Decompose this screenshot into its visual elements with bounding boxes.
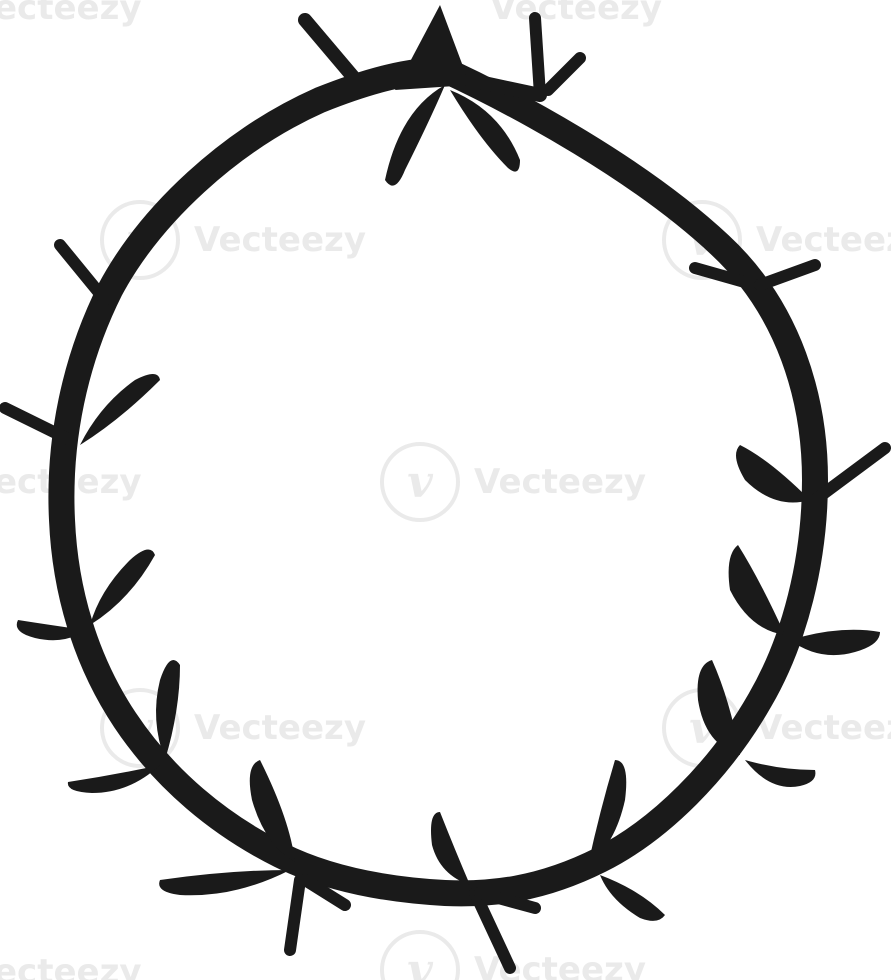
- thorn: [529, 12, 546, 101]
- leaf: [588, 760, 627, 865]
- watermark: Vecteezy: [490, 0, 662, 28]
- leaf: [745, 760, 816, 787]
- thorn: [809, 442, 891, 506]
- leaf: [431, 812, 470, 885]
- vecteezy-logo-icon: v: [380, 442, 460, 522]
- watermark-text: Vecteezy: [194, 220, 366, 260]
- leaf: [90, 549, 155, 625]
- watermark-text: ecteezy: [0, 952, 142, 980]
- thorn: [469, 887, 516, 974]
- watermark-text: Vecteezy: [474, 462, 646, 502]
- watermark-text: Vecteezy: [756, 708, 891, 748]
- watermark-text: ecteezy: [0, 0, 142, 28]
- leaf: [80, 374, 160, 445]
- thorn: [542, 52, 586, 96]
- wreath-ring: [48, 57, 828, 907]
- watermark: v Vecteezy: [100, 200, 366, 280]
- thorn: [299, 874, 351, 911]
- watermark-text: Vecteezy: [194, 708, 366, 748]
- leaf: [249, 760, 295, 862]
- leaf: [159, 870, 290, 896]
- watermark: v Vecteezy: [100, 688, 366, 768]
- watermark: ecteezy: [0, 0, 142, 28]
- thorn: [298, 13, 367, 92]
- thorn: [689, 262, 761, 291]
- thorn: [284, 874, 306, 956]
- leaf: [385, 85, 445, 186]
- watermark-text: Vecteezy: [756, 220, 891, 260]
- leaf: [790, 629, 880, 656]
- thorn: [395, 5, 470, 90]
- thorn: [754, 259, 821, 291]
- leaf: [697, 660, 740, 755]
- leaf: [728, 545, 785, 635]
- leaf: [600, 875, 665, 921]
- thorn: [54, 239, 111, 306]
- thorn: [474, 887, 541, 914]
- thorn: [0, 402, 76, 446]
- leaf: [450, 90, 520, 172]
- watermark: v Vecteezy: [662, 200, 891, 280]
- watermark: ecteezy: [0, 952, 142, 980]
- leaf: [736, 445, 810, 503]
- watermark: v Vecteezy: [380, 442, 646, 522]
- leaf: [16, 620, 85, 641]
- leaf: [67, 765, 160, 793]
- watermark-text: Vecteezy: [490, 0, 662, 28]
- thorn: [463, 73, 547, 102]
- leaf: [156, 660, 180, 760]
